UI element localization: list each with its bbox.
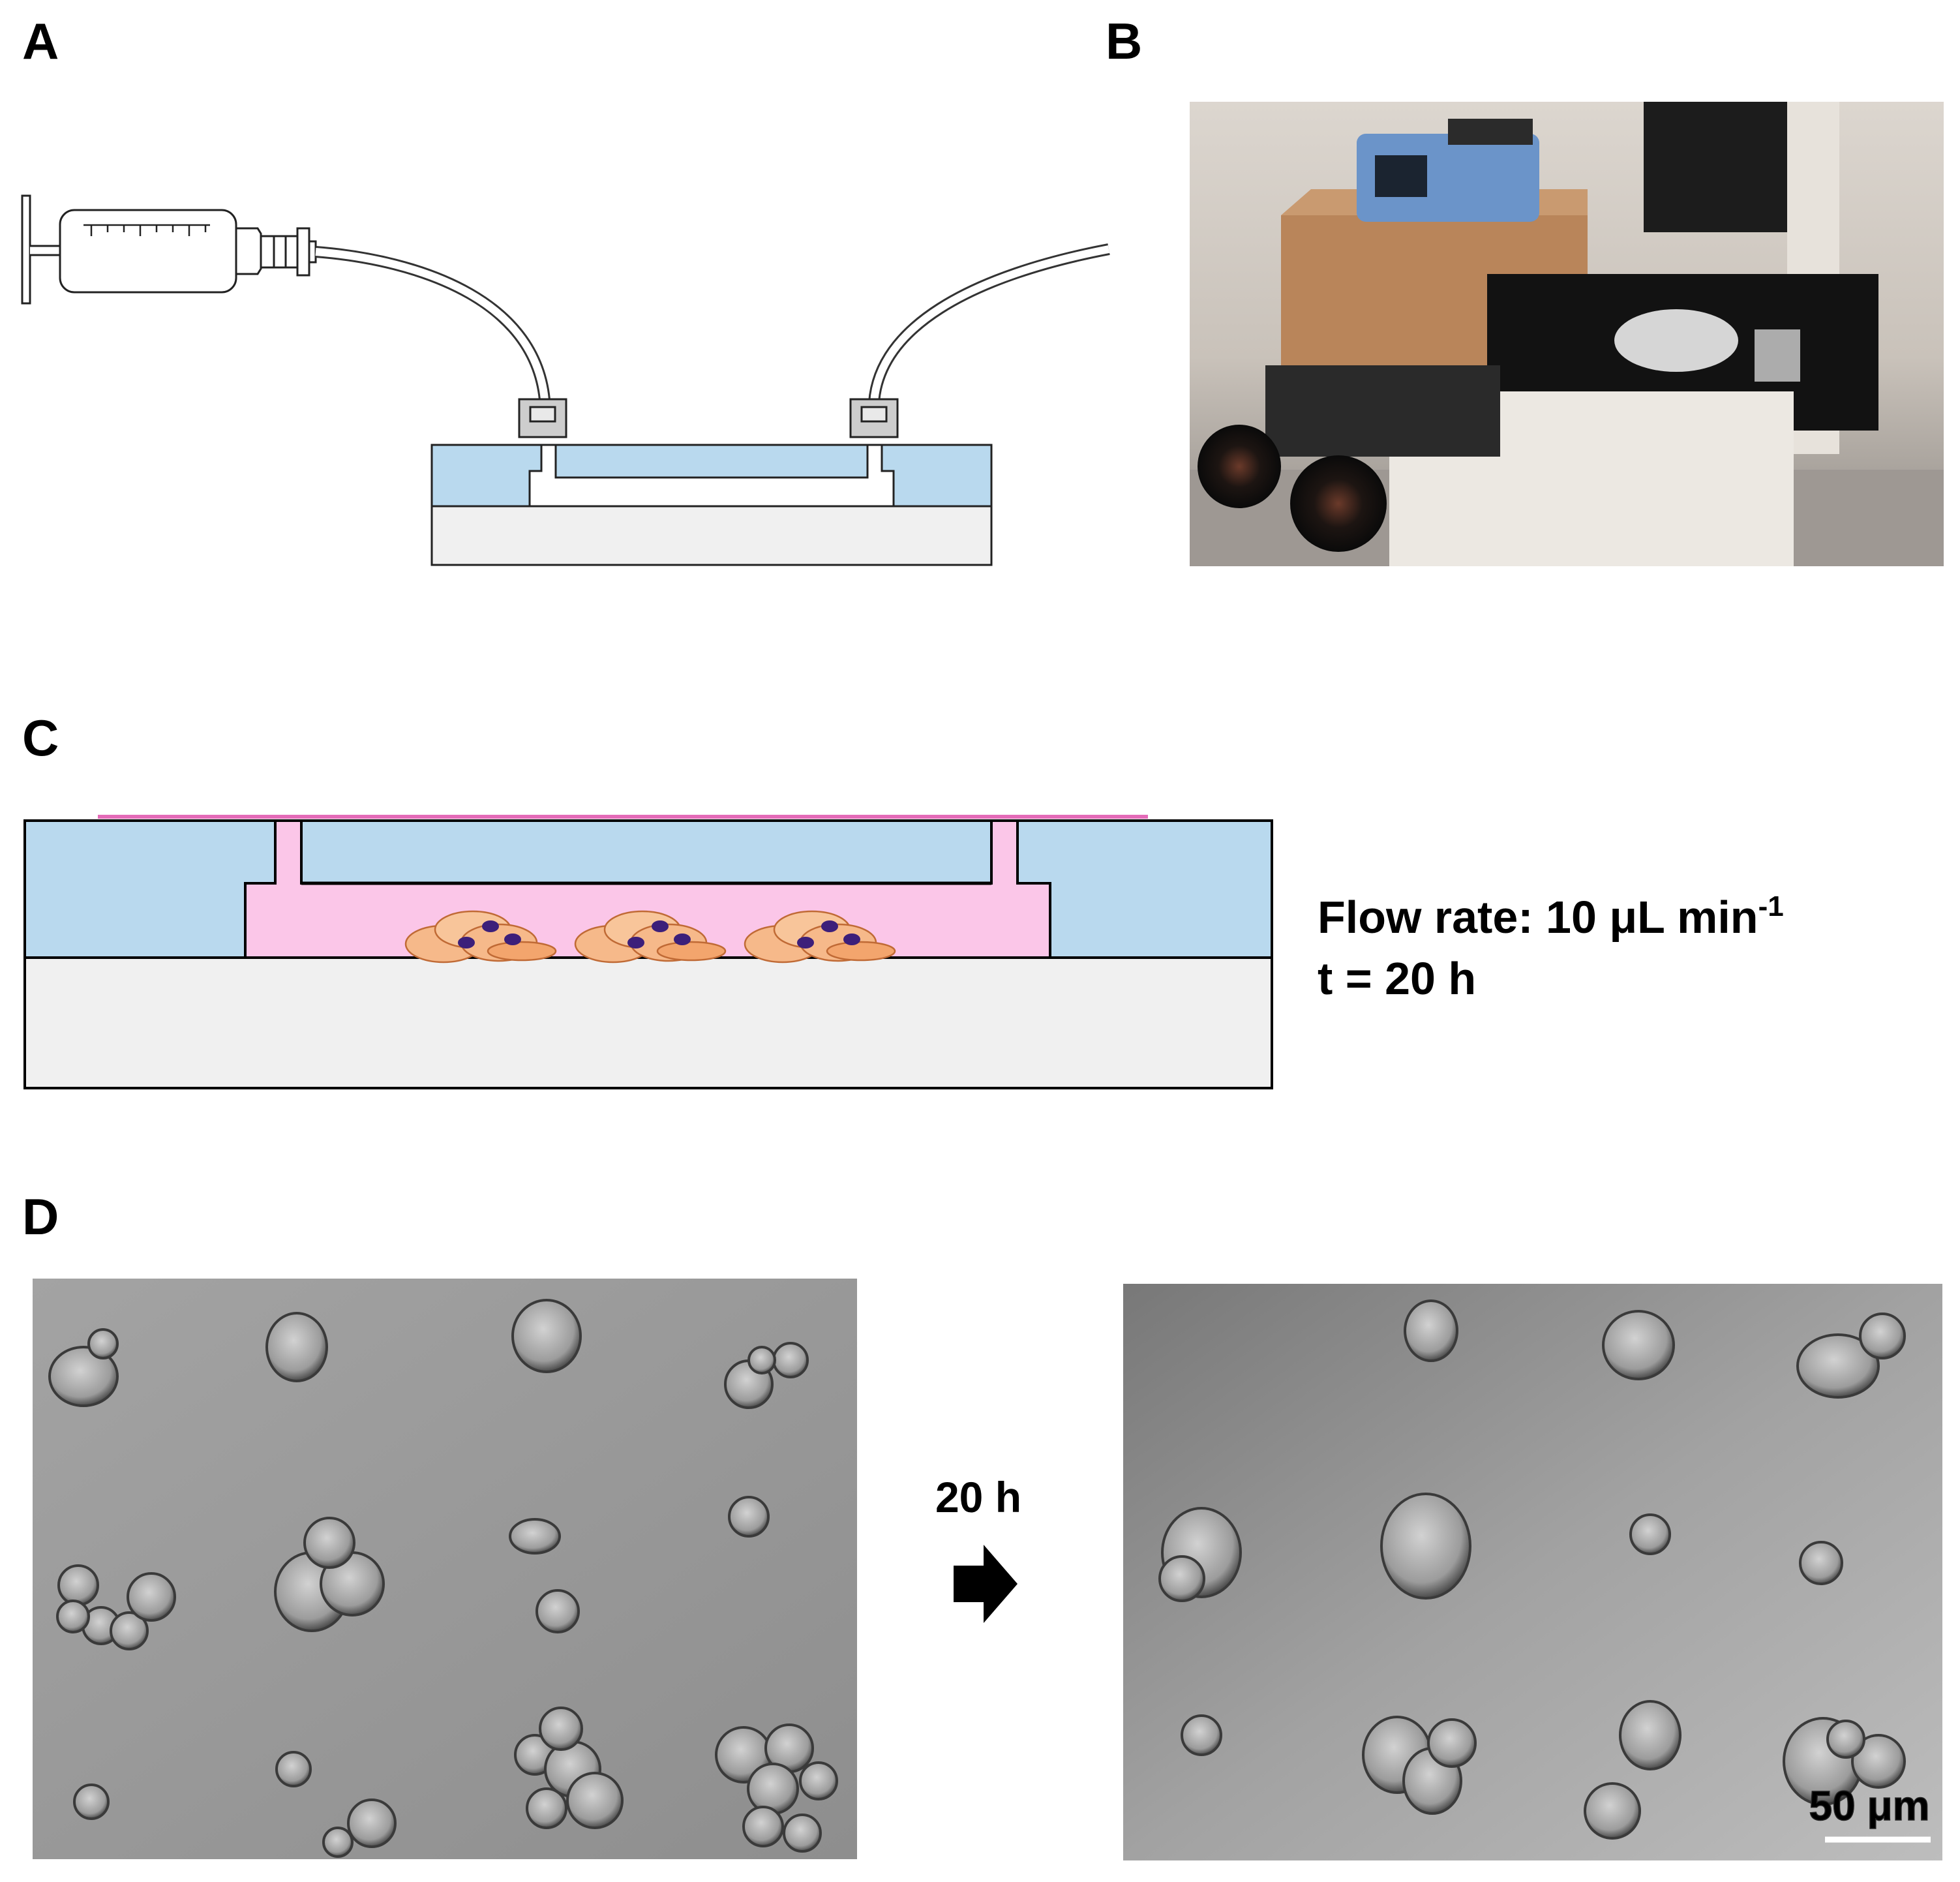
micrograph-after: 50 μm <box>1123 1284 1942 1860</box>
cell-cluster-right <box>744 910 896 964</box>
flow-rate-exponent: -1 <box>1758 890 1784 922</box>
photo-eyepiece-right <box>1290 455 1387 552</box>
syringe-tip <box>235 227 262 275</box>
cells-before <box>48 1299 838 1858</box>
panel-b: B <box>1106 12 1944 566</box>
micrograph-before <box>33 1279 857 1859</box>
panel-label-c: C <box>22 709 59 766</box>
syringe-graduation-marks <box>83 224 210 236</box>
arrow-20h: 20 h <box>935 1473 1021 1623</box>
setup-photo <box>1190 102 1944 566</box>
panel-a: A <box>21 12 1110 566</box>
chip-side-view-a <box>430 398 993 566</box>
panel-c: C <box>22 709 1784 1089</box>
syringe-barrel <box>59 209 237 294</box>
glass-substrate-c <box>23 956 1273 1089</box>
channel-a <box>528 444 895 508</box>
arrow-label: 20 h <box>935 1473 1021 1521</box>
scale-bar-label: 50 μm <box>1809 1782 1929 1829</box>
luer-connector <box>260 235 299 269</box>
outlet-tubing <box>867 243 1110 418</box>
panel-label-d: D <box>22 1188 59 1245</box>
cell-cluster-left <box>404 910 557 964</box>
panel-label-b: B <box>1106 12 1142 70</box>
syringe <box>21 194 317 305</box>
photo-microscope-column <box>1644 102 1787 232</box>
syringe-plunger-flange <box>21 194 31 305</box>
time-text: t = 20 h <box>1318 953 1476 1004</box>
panel-label-a: A <box>22 12 59 70</box>
flow-rate-value: Flow rate: 10 μL min <box>1318 892 1758 943</box>
panel-d: D <box>22 1188 1942 1860</box>
photo-pump-display <box>1375 155 1427 197</box>
photo-chip-holder <box>1614 309 1738 372</box>
glass-substrate-a <box>430 505 993 566</box>
flow-rate-text: Flow rate: 10 μL min-1 <box>1318 890 1784 943</box>
photo-eyepiece-left <box>1198 425 1281 508</box>
cell-cluster-middle <box>574 910 727 964</box>
right-arrow-icon <box>954 1545 1018 1623</box>
cells-after <box>1158 1299 1906 1840</box>
inlet-tubing <box>315 246 552 418</box>
